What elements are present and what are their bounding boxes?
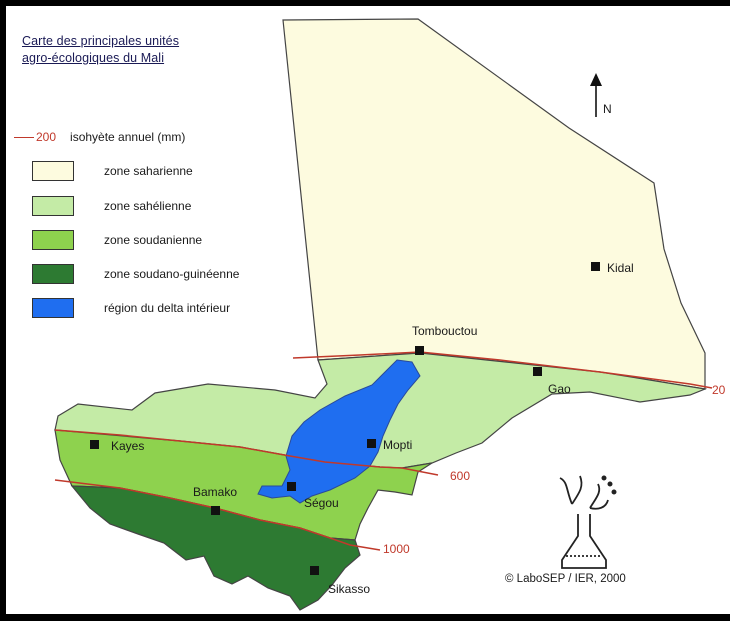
legend-label-saharienne: zone saharienne	[104, 164, 193, 178]
city-label-kayes: Kayes	[111, 439, 144, 453]
legend-label-soudanienne: zone soudanienne	[104, 233, 203, 247]
city-marker-mopti	[367, 439, 376, 448]
legend-label-delta: région du delta intérieur	[104, 301, 231, 315]
legend-isohyet-value: 200	[36, 130, 57, 144]
city-marker-tombouctou	[415, 346, 424, 355]
frame-border-bottom	[0, 614, 730, 621]
frame-border-left	[0, 0, 6, 621]
isohyet-200-label: 20	[712, 383, 726, 397]
city-label-bamako: Bamako	[193, 485, 237, 499]
city-label-mopti: Mopti	[383, 438, 412, 452]
city-label-kidal: Kidal	[607, 261, 634, 275]
legend-item-soudano-guineenne: zone soudano-guinéenne	[22, 264, 239, 284]
city-marker-gao	[533, 367, 542, 376]
legend-item-sahelienne: zone sahélienne	[22, 196, 191, 216]
delta-interieur-region	[257, 359, 421, 504]
city-label-sikasso: Sikasso	[328, 582, 370, 596]
city-marker-kidal	[591, 262, 600, 271]
legend-swatch-sahelienne	[32, 196, 74, 216]
legend-isohyet-row: 200 isohyète annuel (mm)	[14, 130, 185, 144]
isohyet-600-line	[54, 429, 439, 476]
isohyet-1000-label: 1000	[383, 542, 410, 556]
isohyet-200-line	[292, 351, 713, 389]
city-marker-segou	[287, 482, 296, 491]
city-label-segou: Ségou	[304, 496, 339, 510]
zone-saharienne-region	[282, 18, 706, 390]
city-label-gao: Gao	[548, 382, 571, 396]
isohyet-1000-line	[54, 479, 381, 551]
city-marker-kayes	[90, 440, 99, 449]
city-label-tombouctou: Tombouctou	[412, 324, 477, 338]
legend-swatch-delta	[32, 298, 74, 318]
legend-swatch-soudanienne	[32, 230, 74, 250]
north-label: N	[603, 102, 612, 116]
legend-isohyet-line	[14, 136, 34, 138]
legend-item-soudanienne: zone soudanienne	[22, 230, 202, 250]
legend-isohyet-sample: 200	[14, 130, 70, 144]
legend-swatch-soudano-guineenne	[32, 264, 74, 284]
frame-border-top	[0, 0, 730, 6]
city-marker-bamako	[211, 506, 220, 515]
legend-label-soudano-guineenne: zone soudano-guinéenne	[104, 267, 240, 281]
map-title-line2: agro-écologiques du Mali	[22, 51, 165, 65]
map-title-line1: Carte des principales unités	[22, 34, 180, 48]
legend-swatch-saharienne	[32, 161, 74, 181]
map-credit: © LaboSEP / IER, 2000	[505, 573, 626, 585]
city-marker-sikasso	[310, 566, 319, 575]
isohyet-600-label: 600	[450, 469, 470, 483]
legend-label-sahelienne: zone sahélienne	[104, 199, 192, 213]
legend-item-delta: région du delta intérieur	[22, 298, 230, 318]
legend-item-saharienne: zone saharienne	[22, 161, 193, 181]
labosep-logo-icon	[559, 475, 617, 569]
legend-isohyet-label: isohyète annuel (mm)	[70, 130, 186, 144]
north-arrow-icon	[590, 73, 602, 117]
map-title: Carte des principales unités agro-écolog…	[22, 33, 179, 67]
